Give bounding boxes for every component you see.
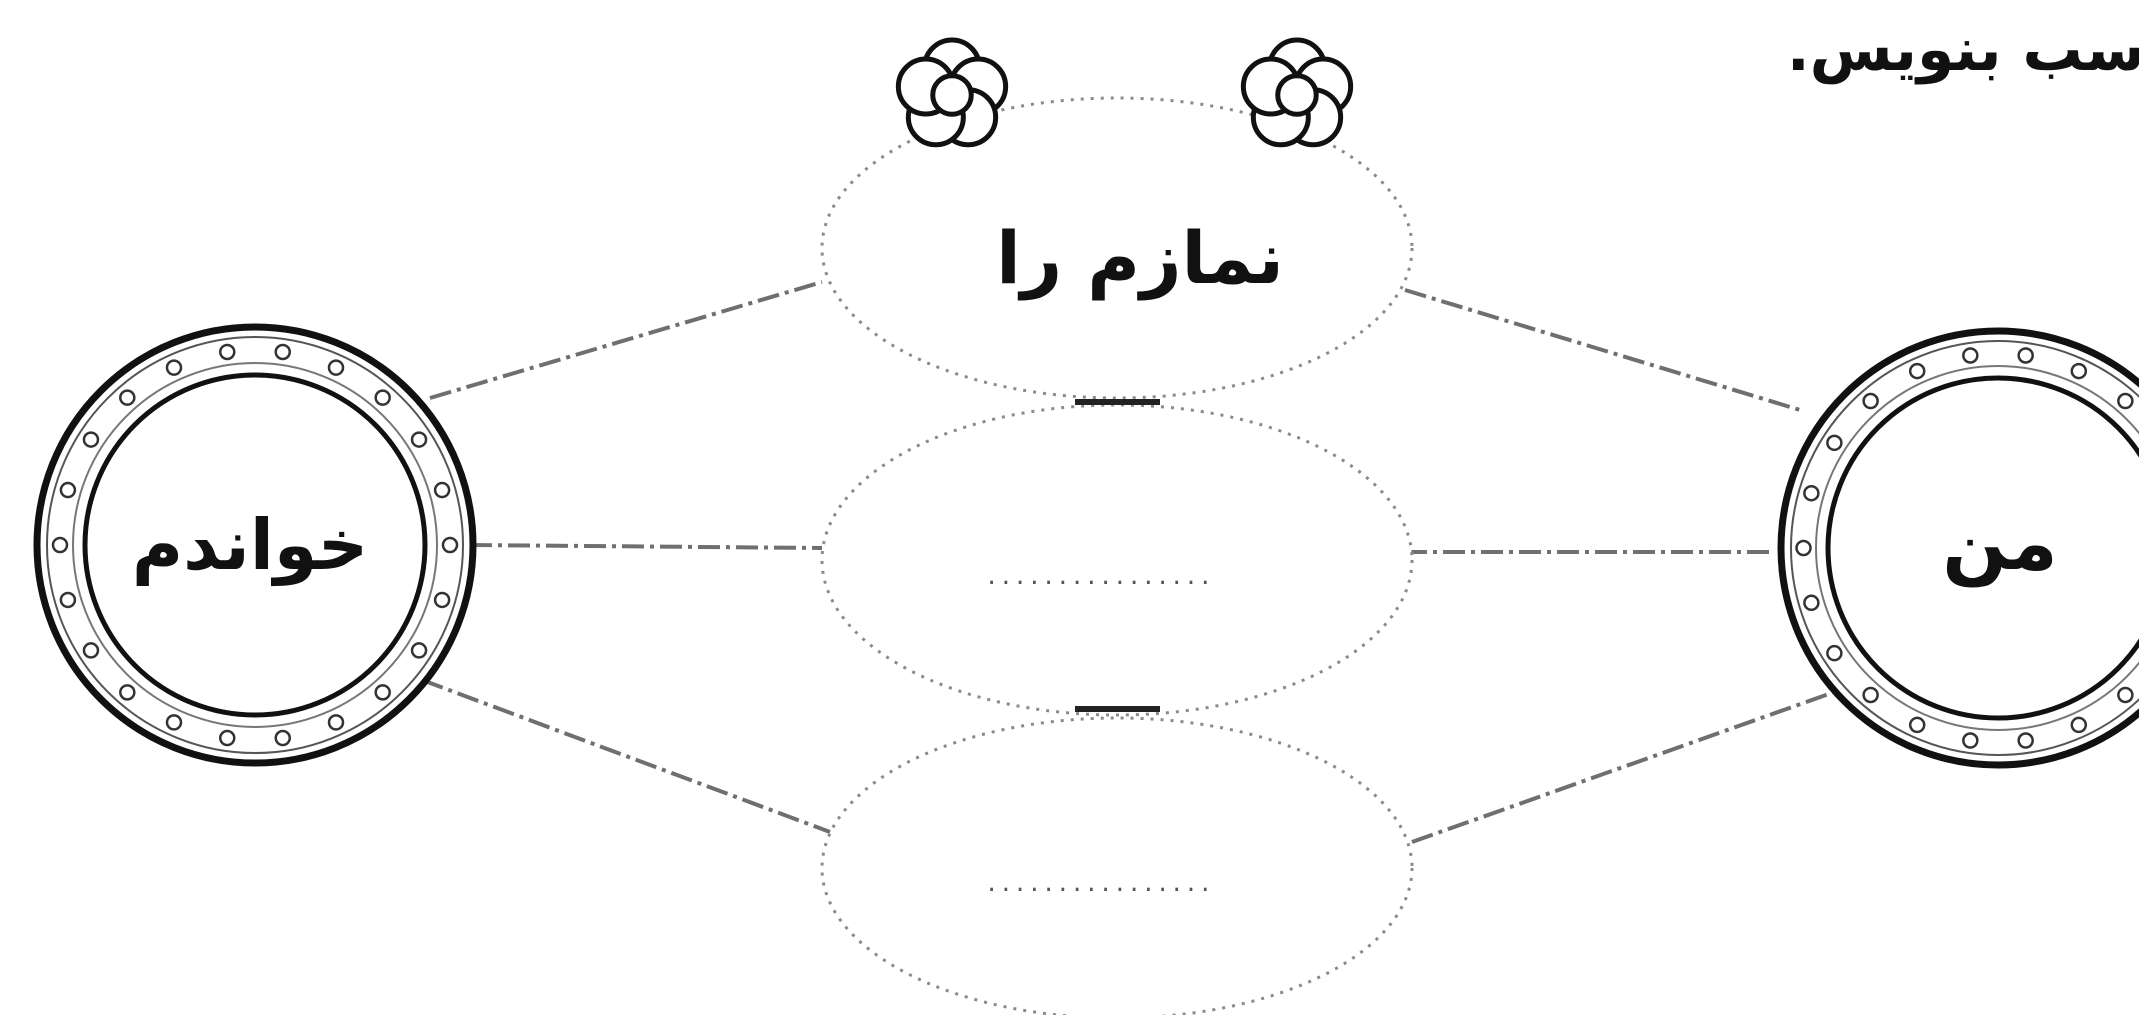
ring-bead (1908, 362, 1926, 380)
ring-bead (51, 536, 69, 554)
left-ring-node (33, 323, 477, 767)
right-node-label: من (1942, 498, 2058, 587)
ring-bead (327, 359, 345, 376)
ring-bead (1862, 392, 1879, 410)
ring-bead (433, 481, 451, 499)
ring-bead (1862, 686, 1879, 704)
ring-bead (2070, 716, 2088, 734)
ring-bead (2070, 362, 2088, 380)
ring-bead (119, 684, 136, 701)
ring-bead (119, 389, 136, 406)
ring-bead (1962, 347, 1979, 364)
ring-bead (1803, 484, 1820, 502)
connector-lines (421, 280, 1841, 844)
ring-bead (1803, 594, 1820, 612)
top-ellipse-label: نمازم را (996, 216, 1284, 300)
connector-left-middle (469, 543, 823, 550)
flower-icon (1240, 37, 1354, 148)
ring-bead (2017, 732, 2034, 749)
blank-answer-line[interactable]: ................ (985, 872, 1213, 897)
ring-bead (1826, 434, 1843, 452)
ring-bead (2117, 686, 2134, 704)
ring-bead (1908, 716, 1926, 734)
blank-answer-line[interactable]: ................ (985, 565, 1213, 590)
ring-bead (433, 591, 451, 609)
ring-bead (165, 359, 183, 376)
ring-bead (218, 729, 236, 747)
connector-left-bottom (421, 678, 831, 834)
ring-bead (2017, 347, 2034, 364)
answer-ellipses (820, 96, 1414, 1015)
ring-bead (59, 591, 77, 609)
left-node-label: خواندم (131, 504, 369, 586)
connector-right-top (1404, 288, 1801, 412)
ellipse-top (820, 96, 1414, 400)
right-ring-node (1777, 327, 2139, 769)
ring-bead (165, 714, 183, 731)
flower-icon (895, 37, 1009, 148)
ring-bead (2117, 392, 2134, 410)
connector-right-bottom (1411, 688, 1841, 844)
ring-bead (374, 684, 391, 701)
connector-left-top (429, 280, 823, 400)
ring-bead (1826, 644, 1843, 662)
ring-bead (59, 481, 77, 499)
ring-bead (274, 343, 292, 361)
ring-bead (410, 642, 428, 659)
ellipse-middle (820, 403, 1414, 717)
instruction-text: سب بنویس. (1786, 15, 2139, 85)
ring-bead (82, 642, 100, 659)
ellipse-bottom (820, 716, 1414, 1015)
ring-bead (1795, 539, 1812, 557)
ring-bead (274, 729, 292, 747)
ring-bead (327, 714, 345, 731)
ring-bead (1962, 732, 1979, 749)
ring-bead (82, 431, 100, 448)
ring-bead (374, 389, 391, 406)
ring-bead (441, 536, 459, 554)
ring-bead (410, 431, 428, 448)
ellipse-junction-marks (1075, 399, 1160, 712)
ring-bead (218, 343, 236, 361)
